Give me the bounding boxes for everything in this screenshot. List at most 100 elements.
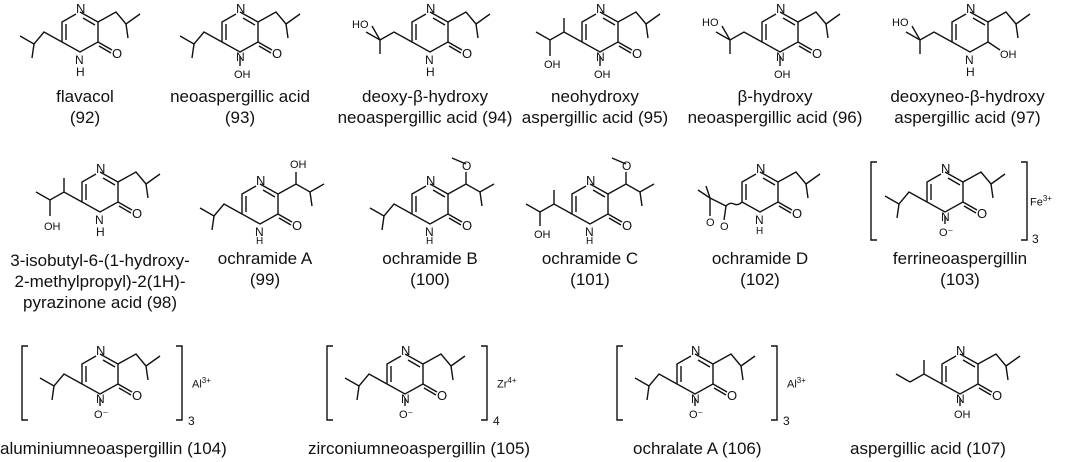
svg-text:O⁻: O⁻ (399, 409, 414, 421)
svg-text:N: N (596, 50, 605, 64)
svg-text:OH: OH (594, 69, 611, 80)
svg-text:N: N (596, 1, 605, 16)
svg-text:H: H (256, 236, 263, 245)
svg-text:N: N (401, 392, 410, 406)
svg-text:N: N (586, 173, 595, 188)
svg-text:HO: HO (352, 19, 369, 31)
subscript-al: 3 (188, 414, 195, 428)
svg-text:H: H (96, 225, 105, 239)
caption-101: ochramide C(101) (541, 249, 639, 289)
svg-text:N: N (941, 161, 950, 176)
svg-text:H: H (966, 65, 975, 79)
svg-text:O: O (132, 206, 142, 221)
caption-100: ochramide B(100) (382, 249, 478, 289)
structure-104: N N O⁻ O (21, 343, 183, 421)
compound-104: N N O⁻ O Al3+ 3 aluminiumneoaspergillin … (0, 336, 280, 462)
caption-105: zirconiumneoaspergillin (105) (308, 439, 531, 458)
svg-text:N: N (256, 173, 265, 188)
compound-93: N N OH O neoaspergillic acid(93) (150, 0, 330, 150)
svg-text:H: H (586, 236, 593, 245)
structure-97: N NH OH HO (892, 1, 1031, 79)
svg-text:N: N (966, 1, 975, 16)
structure-94: N NH O HO (352, 1, 491, 79)
svg-text:O: O (992, 388, 1002, 403)
structure-92: N N H O (19, 1, 141, 79)
svg-text:N: N (236, 50, 245, 64)
compound-105: N N O⁻ O Zr4+ 4 zirconiumneoaspergillin … (305, 336, 555, 462)
svg-text:O: O (437, 388, 447, 403)
svg-text:OH: OH (234, 69, 251, 80)
compound-106: N N O⁻ O Al3+ 3 ochralate A (106) (595, 336, 835, 462)
caption-92: flavacol(92) (56, 87, 114, 127)
svg-text:N: N (426, 173, 435, 188)
svg-text:O: O (622, 218, 632, 233)
svg-text:N: N (691, 392, 700, 406)
caption-98: 3-isobutyl-6-(1-hydroxy-2-methylpropyl)-… (10, 251, 190, 312)
compound-107: N N OH O aspergillic acid (107) (840, 336, 1065, 462)
structure-105: N N O⁻ O (326, 343, 488, 421)
svg-text:N: N (776, 50, 785, 64)
svg-text:N: N (96, 392, 105, 406)
structure-99: N NH O OH (199, 159, 325, 245)
structure-95: N N OH O OH (535, 1, 661, 80)
n-atom: N (76, 1, 85, 16)
svg-text:HO: HO (702, 17, 719, 29)
metal-al: Al3+ (192, 376, 211, 391)
nh-atom: N (75, 53, 84, 67)
svg-text:N: N (956, 343, 965, 358)
svg-text:OH: OH (954, 409, 971, 421)
metal-fe: Fe3+ (1030, 194, 1052, 209)
svg-text:OH: OH (1000, 49, 1017, 61)
svg-text:O: O (977, 206, 987, 221)
structure-101: N NH O O OH (525, 157, 655, 245)
caption-107: aspergillic acid (107) (850, 439, 1006, 458)
structure-106: N N O⁻ O (616, 343, 778, 421)
svg-text:H: H (76, 65, 85, 79)
caption-104: aluminiumneoaspergillin (104) (0, 439, 227, 458)
svg-text:O: O (112, 46, 122, 61)
svg-text:N: N (96, 343, 105, 358)
subscript-al-106: 3 (783, 414, 790, 428)
svg-text:O: O (622, 159, 631, 173)
svg-text:N: N (756, 161, 765, 176)
compound-103: N N O⁻ O ferrineoaspergillin(103) (855, 150, 1065, 300)
svg-text:OH: OH (774, 69, 791, 80)
structure-98: N NH O OH (35, 161, 161, 239)
svg-text:H: H (426, 65, 435, 79)
svg-text:O: O (706, 217, 715, 229)
structure-100: N NH O O (369, 157, 495, 245)
svg-text:N: N (426, 1, 435, 16)
svg-text:OH: OH (44, 221, 61, 233)
metal-zr: Zr4+ (497, 376, 517, 391)
svg-text:N: N (95, 213, 104, 227)
svg-text:O: O (812, 46, 822, 61)
svg-text:N: N (425, 225, 434, 239)
svg-text:N: N (755, 213, 764, 227)
svg-text:O⁻: O⁻ (939, 227, 954, 239)
svg-text:N: N (255, 225, 264, 239)
svg-text:OH: OH (534, 229, 551, 241)
svg-text:N: N (776, 1, 785, 16)
svg-text:O⁻: O⁻ (94, 409, 109, 421)
svg-text:H: H (426, 236, 433, 245)
compound-92: N N H O flavacol(92) (0, 0, 170, 150)
svg-text:N: N (585, 225, 594, 239)
svg-text:O: O (720, 221, 729, 233)
structure-93: N N OH O (179, 1, 301, 80)
svg-text:O: O (462, 46, 472, 61)
caption-99: ochramide A(99) (217, 249, 313, 289)
svg-text:OH: OH (290, 159, 307, 171)
svg-text:N: N (956, 392, 965, 406)
